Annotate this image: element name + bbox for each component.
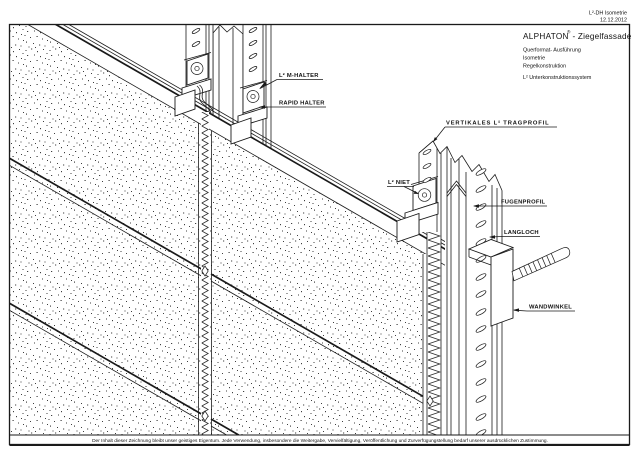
subtitle-line-2: Isometrie xyxy=(523,56,545,62)
langloch-slot xyxy=(191,28,201,34)
subtitle-line-3: Regelkonstruktion xyxy=(523,64,566,70)
langloch-slot xyxy=(475,395,487,403)
anchor-rib xyxy=(541,257,547,267)
langloch-slot xyxy=(422,177,432,183)
anchor-rib xyxy=(537,259,542,269)
joint-node xyxy=(201,410,209,422)
m-halter-bracket-right xyxy=(230,80,268,145)
langloch-slot xyxy=(475,290,487,298)
anchor-dowel xyxy=(511,247,571,282)
callout-m-halter: L² M-HALTER xyxy=(259,72,323,89)
langloch-slot xyxy=(248,27,258,33)
anchor-rib xyxy=(550,253,556,263)
langloch-slot xyxy=(422,163,432,169)
langloch-slot xyxy=(475,168,487,176)
langloch-slot xyxy=(475,378,487,386)
langloch-slot xyxy=(475,308,487,316)
callout-fugenprofil-label: FUGENPROFIL xyxy=(501,200,546,206)
sheet-footer: Der Inhalt dieser Zeichnung bleibt unser… xyxy=(92,438,548,444)
anchor-rib xyxy=(527,263,533,273)
langloch-slot xyxy=(475,220,487,228)
anchor-ribs xyxy=(518,253,556,277)
langloch-slot xyxy=(191,41,201,47)
joint-node xyxy=(426,395,434,407)
fugenprofil-strip-left xyxy=(196,84,214,435)
facade-tile-panels xyxy=(9,24,423,435)
anchor-rib xyxy=(546,255,551,265)
m-halter-bracket-left xyxy=(174,52,212,117)
doc-type-text: L²-DH Isometrie xyxy=(589,11,627,17)
callout-rapid-halter-label: RAPID HALTER xyxy=(279,101,325,107)
anchor-rib xyxy=(532,261,538,271)
title-block: ALPHATON ® - Ziegelfassade Querformat- A… xyxy=(523,29,632,82)
system-line: L² Unterkonstruktionssystem xyxy=(523,75,592,81)
callout-tragprofil: VERTIKALES L² TRAGPROFIL xyxy=(433,120,557,142)
langloch-slot xyxy=(248,40,258,46)
callout-niet-label: L² NIET xyxy=(388,179,410,186)
joint-node xyxy=(201,265,209,277)
langloch-slot xyxy=(475,360,487,368)
langloch-slot xyxy=(248,53,258,59)
langloch-slot xyxy=(475,343,487,351)
callout-wandwinkel-label: WANDWINKEL xyxy=(529,305,572,311)
fugenprofil-strip-right xyxy=(422,232,442,435)
break-line xyxy=(418,140,503,191)
callout-niet: L² NIET xyxy=(387,179,419,194)
langloch-slot xyxy=(475,203,487,211)
callout-langloch: LANGLOCH xyxy=(489,230,540,239)
langloch-slot xyxy=(422,149,432,155)
callout-tragprofil-label: VERTIKALES L² TRAGPROFIL xyxy=(446,120,550,127)
slot-holes-langloecher xyxy=(191,27,487,435)
tragprofil-web xyxy=(446,147,467,435)
doc-date-text: 12.12.2012 xyxy=(600,18,627,24)
wandwinkel-bracket xyxy=(467,239,515,327)
callout-wandwinkel: WANDWINKEL xyxy=(513,305,575,312)
callout-langloch-label: LANGLOCH xyxy=(504,230,539,236)
subtitle-line-1: Querformat- Ausführung xyxy=(523,48,581,54)
langloch-slot xyxy=(475,325,487,333)
callout-m-halter-label: L² M-HALTER xyxy=(279,72,319,79)
sheet-header: L²-DH Isometrie 12.12.2012 xyxy=(589,11,627,24)
footer-disclaimer: Der Inhalt dieser Zeichnung bleibt unser… xyxy=(92,438,548,444)
callout-fugenprofil: FUGENPROFIL xyxy=(473,200,547,208)
langloch-slot xyxy=(248,66,258,72)
drawing-frame xyxy=(8,23,631,447)
langloch-slot xyxy=(475,185,487,193)
product-name: ALPHATON xyxy=(523,32,569,41)
langloch-slot xyxy=(475,273,487,281)
product-suffix: - Ziegelfassade xyxy=(573,32,632,41)
vertical-tragprofil xyxy=(191,27,503,435)
langloch-slot xyxy=(475,413,487,421)
horizontal-tile-joints xyxy=(9,157,429,435)
anchor-rib xyxy=(518,267,524,277)
registered-mark-icon: ® xyxy=(567,29,571,35)
anchor-rib xyxy=(523,265,528,275)
niet-bracket xyxy=(396,176,439,243)
callout-rapid-halter: RAPID HALTER xyxy=(259,101,326,109)
